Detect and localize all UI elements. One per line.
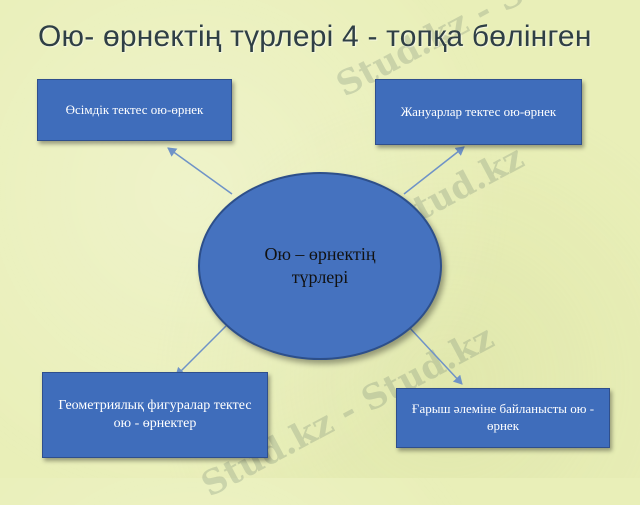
box-animal-ornament: Жануарлар тектес ою-өрнек [375, 79, 582, 145]
box-animal-ornament-label: Жануарлар тектес ою-өрнек [400, 103, 557, 119]
slide-title: Ою- өрнектің түрлері 4 - топқа бөлінген [38, 20, 592, 53]
connector-arrows [167, 146, 465, 385]
box-plant-ornament: Өсімдік тектес ою-өрнек [37, 79, 232, 141]
box-geometric-ornament: Геометриялық фигуралар тектес ою - өрнек… [42, 372, 268, 458]
center-label-line2: түрлері [291, 267, 349, 287]
box-space-ornament: Ғарыш әлеміне байланысты ою - өрнек [396, 388, 610, 448]
center-label-line1: Ою – өрнектің [264, 243, 376, 264]
box-geometric-ornament-label: Геометриялық фигуралар тектес ою - өрнек… [58, 397, 252, 431]
box-space-ornament-label: Ғарыш әлеміне байланысты ою - өрнек [411, 401, 595, 433]
box-plant-ornament-label: Өсімдік тектес ою-өрнек [65, 101, 204, 117]
arrow-to-top-left [167, 147, 233, 195]
arrow-to-top-right [403, 146, 465, 195]
arrow-to-bottom-right [407, 325, 463, 385]
arrow-to-bottom-left [175, 325, 227, 377]
center-ellipse: Ою – өрнектің түрлері [198, 172, 442, 360]
